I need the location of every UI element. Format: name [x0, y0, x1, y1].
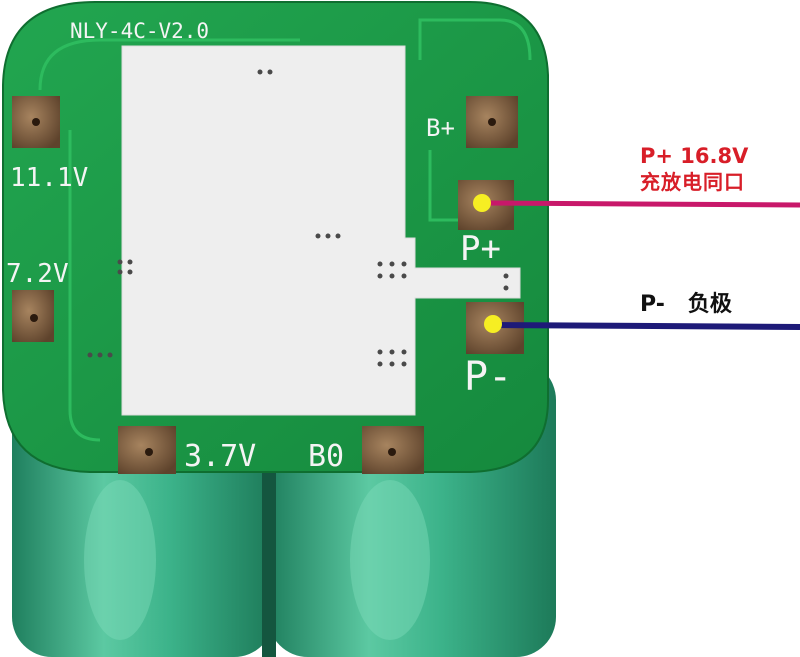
positive-annotation: P+ 16.8V 充放电同口: [640, 143, 748, 195]
via-cluster: [87, 69, 509, 367]
pad-p-plus-label: P+: [460, 229, 501, 269]
pad-p-minus-label: P-: [464, 354, 512, 400]
pcb-trace: [418, 18, 532, 61]
battery-cell-right-shine: [350, 480, 430, 640]
dot-negative: [484, 315, 502, 333]
negative-annotation: P- 负极: [640, 292, 732, 317]
annotation-wires: [473, 194, 800, 333]
pcb-trace: [38, 38, 300, 91]
pcb-trace: [428, 150, 470, 222]
dot-positive: [473, 194, 491, 212]
positive-annotation-desc: 充放电同口: [640, 170, 745, 194]
battery-cell-gap-shadow: [262, 470, 276, 657]
pcb-board: NLY-4C-V2.0 B+ P+ P- 11.1V 7.2V 3.7V B0: [2, 1, 549, 474]
pad-7v-label: 7.2V: [6, 259, 69, 289]
silkscreen-block: [121, 45, 521, 416]
pcb-trace: [68, 130, 101, 442]
pad-3v-label: 3.7V: [184, 439, 256, 474]
board-model-label: NLY-4C-V2.0: [70, 19, 209, 43]
positive-annotation-voltage: P+ 16.8V: [640, 144, 749, 168]
battery-cell-left-shine: [84, 480, 156, 640]
wire-negative: [493, 322, 800, 330]
pad-b0-label: B0: [308, 439, 344, 474]
pad-11v-label: 11.1V: [10, 163, 88, 193]
pad-b-plus-label: B+: [426, 114, 455, 142]
wire-positive: [483, 200, 800, 208]
